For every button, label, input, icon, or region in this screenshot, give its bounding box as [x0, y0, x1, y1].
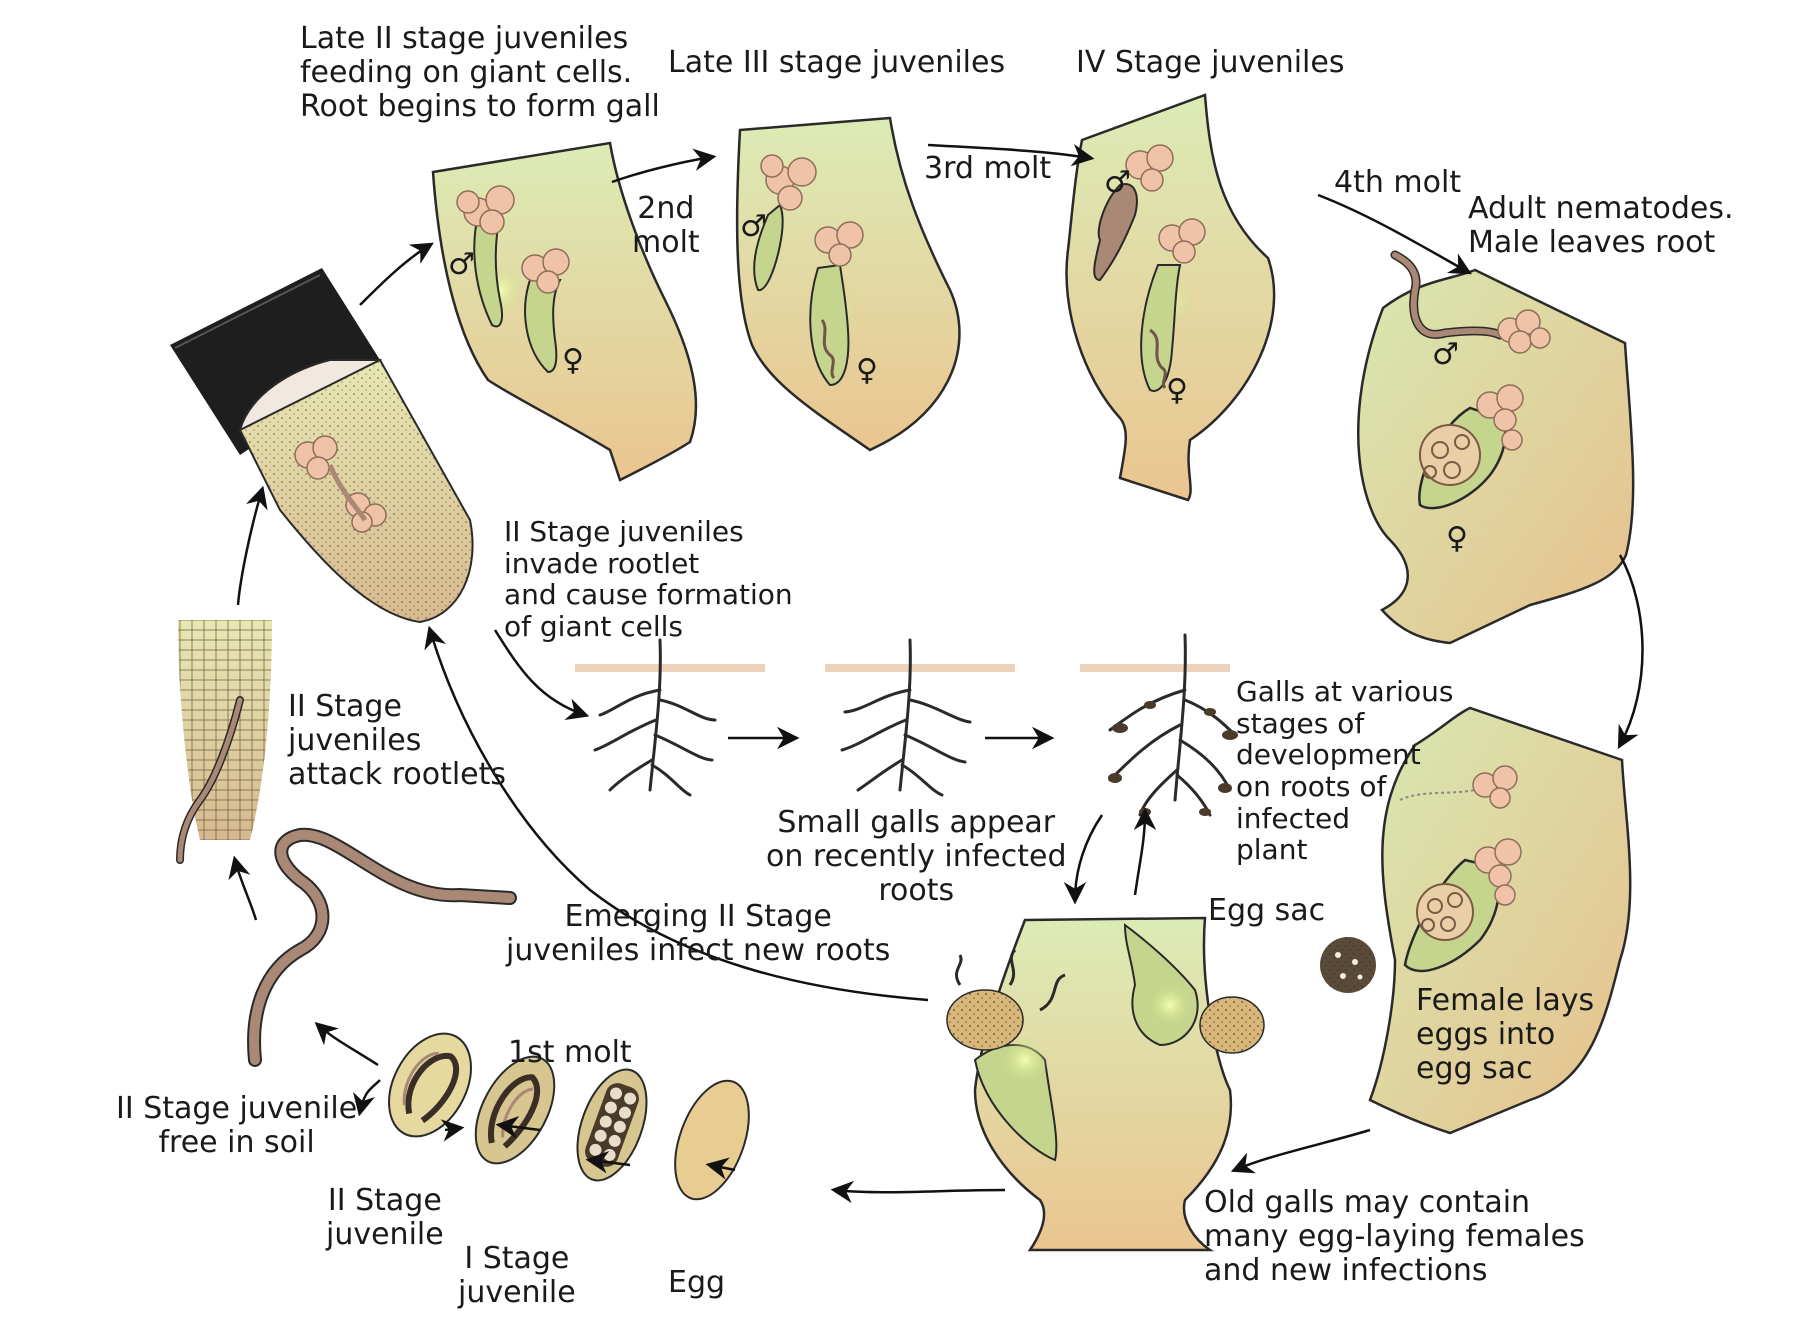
label-late-ii-stage: Late II stage juveniles feeding on giant…: [300, 21, 660, 124]
gall-iv-stage: [1065, 93, 1276, 502]
gall-late-iii-stage: [735, 116, 961, 452]
label-egg-sac: Egg sac: [1208, 893, 1326, 928]
female-symbol: ♀: [1166, 373, 1188, 408]
label-adult-nematodes: Adult nematodes. Male leaves root: [1468, 191, 1734, 260]
gall-late-ii-stage: [431, 141, 698, 482]
label-iv-stage: IV Stage juveniles: [1076, 45, 1345, 80]
label-fourth-molt: 4th molt: [1334, 165, 1462, 200]
label-first-molt: 1st molt: [508, 1035, 632, 1070]
label-female-lays: Female lays eggs into egg sac: [1416, 983, 1595, 1086]
label-i-stage-juvenile: I Stage juvenile: [458, 1241, 576, 1310]
gall-egg-laying: [1320, 706, 1632, 1135]
label-second-molt: 2nd molt: [632, 191, 700, 260]
label-invade-rootlet: II Stage juveniles invade rootlet and ca…: [504, 515, 793, 643]
cycle-arrows: [228, 143, 1644, 1204]
free-juvenile: [247, 827, 517, 1067]
root-systems: [575, 633, 1238, 817]
gall-old: [946, 916, 1265, 1252]
label-free-in-soil: II Stage juvenile free in soil: [116, 1091, 358, 1160]
label-third-molt: 3rd molt: [924, 151, 1052, 186]
male-symbol: ♂: [1104, 165, 1131, 200]
gall-adult-stage: [1357, 250, 1635, 645]
label-emerging-juveniles: Emerging II Stage juveniles infect new r…: [506, 899, 891, 968]
label-late-iii-stage: Late III stage juveniles: [668, 45, 1006, 80]
female-symbol: ♀: [562, 343, 584, 378]
female-symbol: ♀: [856, 353, 878, 388]
egg-mass: [946, 989, 1265, 1054]
label-old-galls: Old galls may contain many egg-laying fe…: [1204, 1185, 1585, 1288]
rootlet-attacked: [176, 620, 272, 864]
root-tip-invasion: [170, 268, 474, 624]
male-symbol: ♂: [1432, 337, 1459, 372]
label-ii-stage-juvenile: II Stage juvenile: [326, 1183, 444, 1252]
label-egg: Egg: [668, 1265, 726, 1300]
female-symbol: ♀: [1446, 521, 1468, 556]
label-small-galls: Small galls appear on recently infected …: [766, 805, 1067, 908]
male-symbol: ♂: [448, 247, 475, 282]
male-symbol: ♂: [740, 209, 767, 244]
label-attack-rootlets: II Stage juveniles attack rootlets: [288, 689, 507, 792]
label-galls-various: Galls at various stages of development o…: [1236, 675, 1454, 867]
